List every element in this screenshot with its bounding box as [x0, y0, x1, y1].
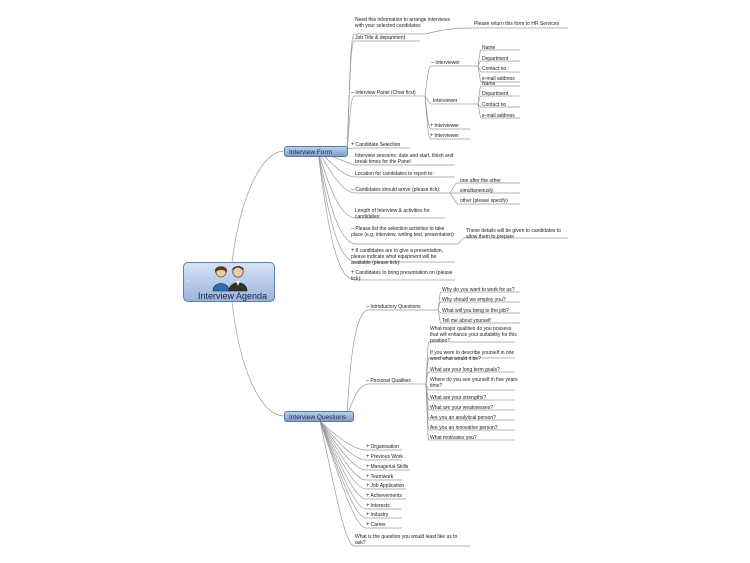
- link-central-questions: [231, 301, 285, 417]
- form-panel[interactable]: –Interview Panel (Chair first): [351, 90, 416, 96]
- link-q-organisation: [319, 420, 402, 451]
- link-q-personal: [346, 383, 426, 417]
- form-presentation[interactable]: +If candidates are to give a presentatio…: [351, 248, 444, 266]
- q-personal-5[interactable]: What are your strengths?: [430, 395, 487, 401]
- q-personal-7[interactable]: Are you an analytical person?: [430, 415, 496, 421]
- form-intro[interactable]: Need this information to arrange intervi…: [355, 17, 451, 29]
- q-personal-2[interactable]: If you were to describe yourself in one …: [430, 350, 515, 362]
- q-personal-8[interactable]: Are you an innovative person?: [430, 425, 498, 431]
- q-cat-organisation[interactable]: +Organisation: [366, 444, 399, 450]
- q-cat-interests[interactable]: +Interests: [366, 503, 390, 509]
- q-introductory[interactable]: –Introductory Questions: [366, 304, 421, 310]
- form-activities[interactable]: –Please list the selection activities to…: [351, 226, 454, 238]
- q-personal-4[interactable]: Where do you see yourself in five years …: [430, 377, 518, 389]
- interviewer-1-name[interactable]: Name: [482, 45, 496, 51]
- central-title: Interview Agenda: [198, 291, 268, 301]
- form-candidate-selection[interactable]: +Candidate Selection: [351, 142, 401, 148]
- link-central-form: [231, 150, 285, 263]
- form-activities-note[interactable]: These details will be given to candidate…: [466, 228, 562, 240]
- link-form-panel: [346, 95, 425, 152]
- interview-form-label: Interview Form: [289, 149, 332, 156]
- q-last[interactable]: What is the question you would least lik…: [355, 534, 458, 546]
- central-topic[interactable]: ▫ Interview Agenda: [183, 262, 275, 302]
- interview-form-node[interactable]: Interview Form: [284, 146, 348, 157]
- form-arrive[interactable]: –Candidates should arrive (please tick):: [351, 187, 441, 193]
- two-people-icon: [212, 266, 248, 292]
- form-sessions[interactable]: Interview sessions: date and start, fini…: [355, 153, 454, 165]
- interviewer-2[interactable]: Interviewer: [433, 98, 458, 104]
- interview-questions-node[interactable]: Interview Questions: [284, 411, 354, 422]
- q-cat-job-application[interactable]: +Job Application: [366, 483, 405, 489]
- q-intro-4[interactable]: Tell me about yourself: [442, 318, 491, 324]
- interviewer-2-department[interactable]: Department: [482, 91, 509, 97]
- interviewer-2-email[interactable]: e-mail address: [482, 113, 515, 119]
- link-form-length: [317, 150, 445, 219]
- link-form-job: [346, 40, 420, 152]
- interviewer-1-contact[interactable]: Contact no: [482, 66, 507, 72]
- form-return-note[interactable]: Please return this form to HR Services: [474, 21, 560, 27]
- q-personal-3[interactable]: What are your long term goals?: [430, 367, 500, 373]
- interviewer-2-name[interactable]: Name: [482, 81, 496, 87]
- q-personal-1[interactable]: What major qualities do you possess that…: [430, 326, 517, 344]
- form-bring[interactable]: +Candidates to bring presentation on (pl…: [351, 270, 453, 282]
- form-length[interactable]: Length of Interview & activities for can…: [355, 208, 430, 220]
- q-intro-1[interactable]: Why do you want to work for us?: [442, 287, 515, 293]
- interviewer-1-department[interactable]: Department: [482, 56, 509, 62]
- arrive-option-3[interactable]: other (please specify): [460, 198, 508, 204]
- link-form-bring: [317, 150, 455, 281]
- interviewer-1-email[interactable]: e-mail address: [482, 76, 515, 82]
- q-personal[interactable]: –Personal Qualities: [366, 378, 411, 384]
- interviewer-2-contact[interactable]: Contact no: [482, 102, 507, 108]
- q-cat-career[interactable]: +Career: [366, 522, 386, 528]
- q-cat-managerial[interactable]: +Managerial Skills: [366, 464, 409, 470]
- link-form-presentation: [317, 150, 455, 263]
- q-cat-industry[interactable]: +Industry: [366, 512, 389, 518]
- interviewer-4[interactable]: +Interviewer: [430, 133, 459, 139]
- link-q-intro: [346, 309, 438, 417]
- arrive-option-2[interactable]: simultaneously: [460, 188, 494, 194]
- q-intro-2[interactable]: Why should we employ you?: [442, 297, 506, 303]
- q-cat-achievements[interactable]: +Achievements: [366, 493, 402, 499]
- interviewer-1[interactable]: –Interviewer: [431, 60, 460, 66]
- q-intro-3[interactable]: What will you bring to the job?: [442, 308, 509, 314]
- central-marker: ▫: [187, 279, 190, 285]
- q-cat-teamwork[interactable]: +Teamwork: [366, 474, 394, 480]
- q-personal-9[interactable]: What motivates you?: [430, 435, 477, 441]
- arrive-option-1[interactable]: one after the other: [460, 178, 501, 184]
- interview-questions-label: Interview Questions: [289, 414, 347, 421]
- interviewer-3[interactable]: +Interviewer: [430, 123, 459, 129]
- q-personal-6[interactable]: What are your weaknesses?: [430, 405, 494, 411]
- form-job-title[interactable]: Job Title & department: [355, 35, 406, 41]
- form-location[interactable]: Location for candidates to report to:: [355, 171, 434, 177]
- link-form-activities: [317, 150, 458, 245]
- link-q-last: [319, 420, 470, 547]
- q-cat-previous-work[interactable]: +Previous Work: [366, 454, 403, 460]
